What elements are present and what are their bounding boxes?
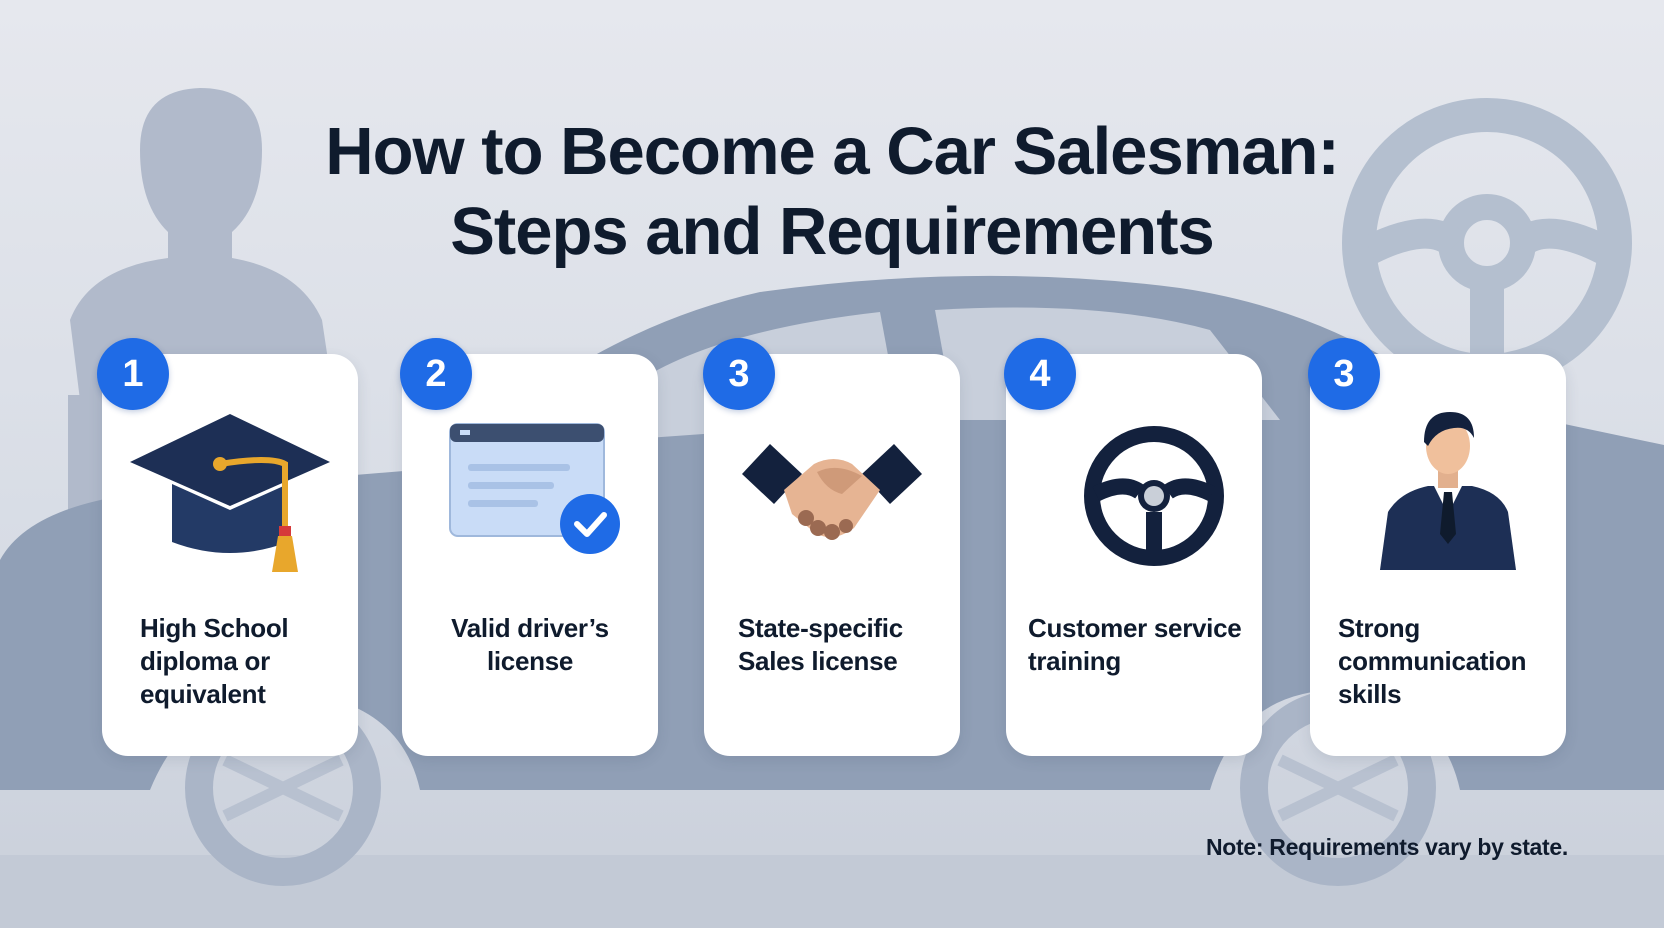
step-number-badge-2: 2: [400, 338, 472, 410]
handshake-icon: [742, 444, 922, 540]
steering-wheel-icon: [1084, 426, 1224, 566]
step-label-2: Valid driver’s license: [451, 613, 609, 676]
step-number-badge-5: 3: [1308, 338, 1380, 410]
businessman-icon: [1380, 412, 1516, 570]
step-card-5: Strong communication skills: [1310, 354, 1566, 756]
step-label-4: Customer service training: [1028, 613, 1242, 676]
title-line-2: Steps and Requirements: [450, 194, 1215, 269]
step-number-badge-3: 3: [703, 338, 775, 410]
step-label-5: Strong communication skills: [1338, 613, 1527, 709]
step-card-3: State-specific Sales license: [704, 354, 960, 756]
page-title: How to Become a Car Salesman: Steps and …: [0, 112, 1664, 272]
step-number-badge-4: 4: [1004, 338, 1076, 410]
footnote: Note: Requirements vary by state.: [1205, 834, 1568, 860]
license-card-check-icon: [449, 423, 620, 554]
step-card-2: Valid driver’s license: [402, 354, 658, 756]
step-label-1: High School diploma or equivalent: [140, 613, 289, 709]
step-number-badge-1: 1: [97, 338, 169, 410]
title-line-1: How to Become a Car Salesman:: [325, 114, 1340, 189]
graduation-cap-icon: [130, 414, 330, 572]
step-card-1: High School diploma or equivalent: [102, 354, 358, 756]
car-wheel-spokes: [222, 754, 1399, 822]
step-card-4: Customer service training: [1006, 354, 1262, 756]
step-label-3: State-specific Sales license: [738, 613, 903, 676]
